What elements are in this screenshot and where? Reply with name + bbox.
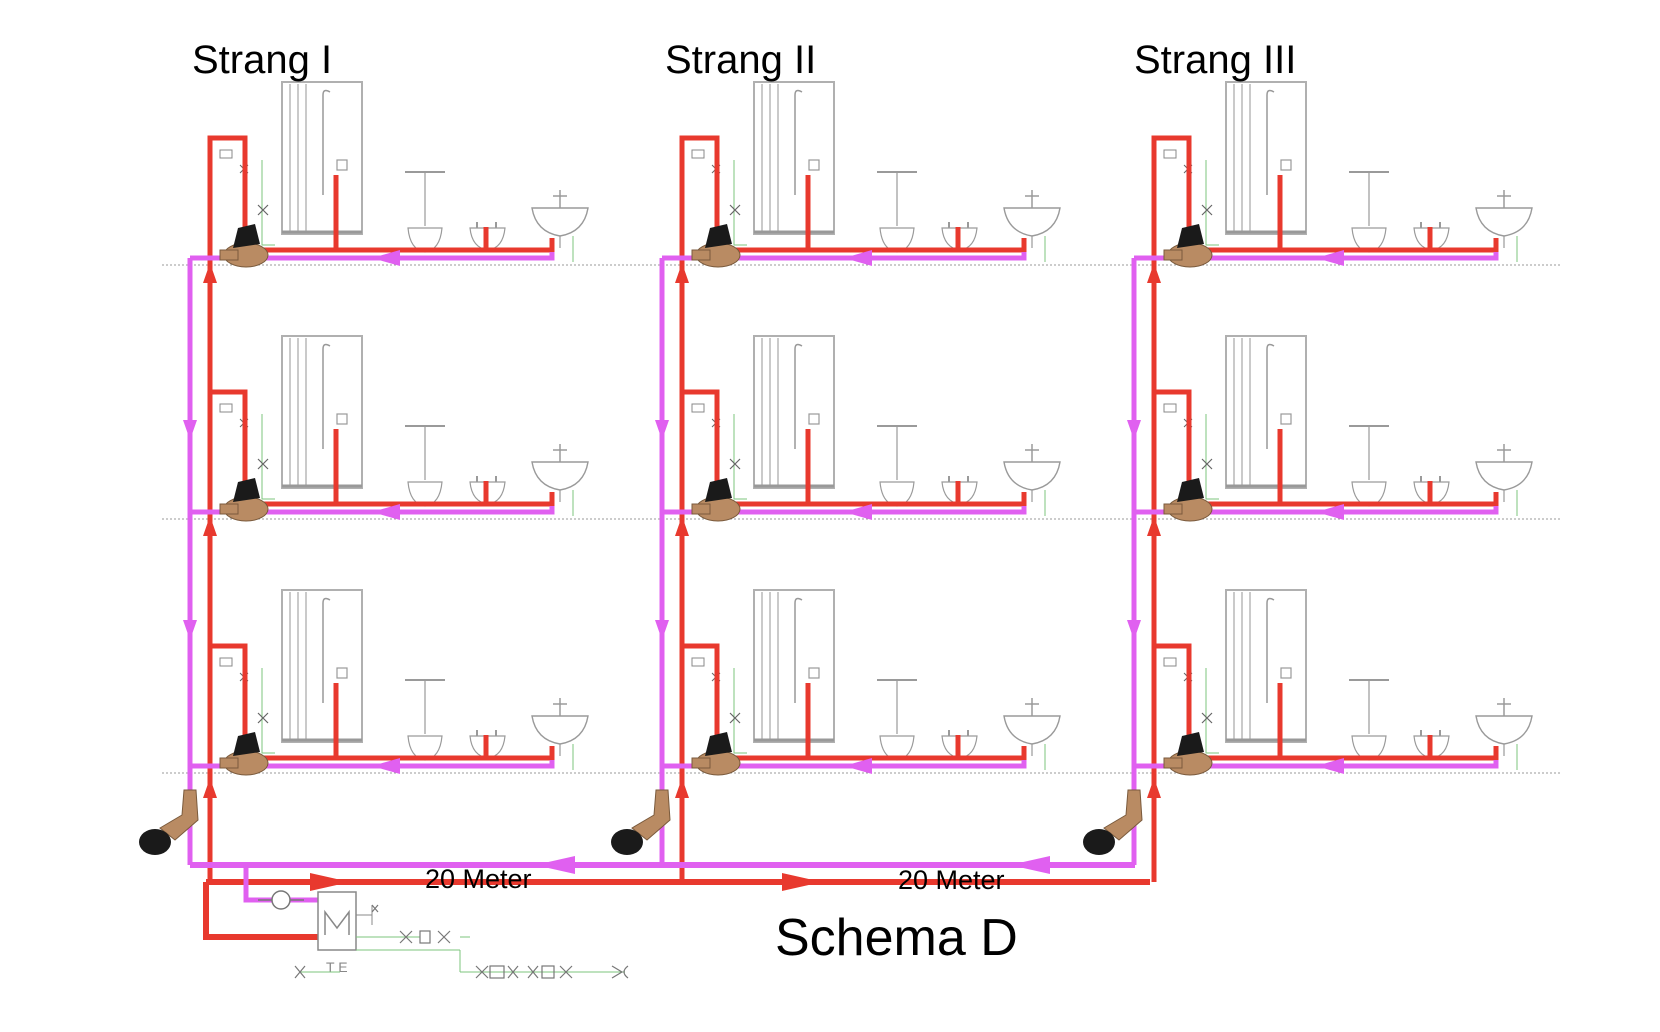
flow-arrow-icon [1316,250,1344,266]
floor-unit [662,589,1061,776]
shower-icon [1225,335,1307,489]
washbasin-icon [1475,190,1533,248]
flow-arrow-icon [1147,263,1161,283]
flow-arrow-icon [183,420,197,440]
flow-arrow-icon [675,263,689,283]
shower-icon [281,81,363,235]
toilet-icon [1349,171,1389,253]
washbasin-icon [531,444,589,502]
distance-label-1: 20 Meter [425,864,532,894]
strand-valve-icon [139,789,199,855]
bottom-distribution-piping [190,856,1150,940]
pump-icon [258,890,304,910]
floor-unit [1134,589,1533,776]
shower-icon [753,589,835,743]
flow-arrow-icon [655,620,669,640]
cold-water-inlet [294,904,629,979]
strand-title-2: Strang II [665,38,816,82]
floor-unit [662,81,1061,268]
floor-unit [662,335,1061,522]
flow-arrow-icon [844,758,872,774]
flow-arrow-icon [372,250,400,266]
washbasin-icon [1003,444,1061,502]
flow-arrow-icon [203,778,217,798]
regulating-valve-icon [1163,478,1213,522]
distance-label-2: 20 Meter [898,865,1005,895]
flow-arrow-icon [1010,856,1050,874]
washbasin-icon [1003,698,1061,756]
flow-arrow-icon [844,504,872,520]
washbasin-icon [531,698,589,756]
strand-valve-icon [1083,789,1143,855]
flow-arrow-icon [203,516,217,536]
toilet-icon [877,171,917,253]
flow-arrow-icon [203,263,217,283]
floor-unit [190,589,589,776]
strand-title-1: Strang I [192,38,332,82]
toilet-icon [405,425,445,507]
flow-arrow-icon [183,620,197,640]
regulating-valve-icon [691,732,741,776]
regulating-valve-icon [691,478,741,522]
flow-arrow-icon [372,758,400,774]
regulating-valve-icon [1163,732,1213,776]
water-heater-icon: T E [317,891,373,975]
flow-arrow-icon [675,778,689,798]
flow-arrow-icon [1147,516,1161,536]
shower-icon [281,589,363,743]
floor-unit [190,335,589,522]
flow-arrow-icon [1127,620,1141,640]
svg-text:T E: T E [326,959,348,975]
shower-icon [753,335,835,489]
flow-arrow-icon [1316,504,1344,520]
flow-arrow-icon [782,873,822,891]
shower-icon [1225,81,1307,235]
toilet-icon [405,171,445,253]
shower-icon [753,81,835,235]
floor-unit [1134,335,1533,522]
flow-arrow-icon [655,420,669,440]
shower-icon [1225,589,1307,743]
toilet-icon [1349,425,1389,507]
regulating-valve-icon [219,732,269,776]
floor-unit [190,81,589,268]
flow-arrow-icon [535,856,575,874]
toilet-icon [1349,679,1389,761]
regulating-valve-icon [219,478,269,522]
flow-arrow-icon [310,873,350,891]
strand-1 [139,81,589,882]
flow-arrow-icon [675,516,689,536]
flow-arrow-icon [1316,758,1344,774]
schema-title: Schema D [775,909,1018,967]
flow-arrow-icon [372,504,400,520]
toilet-icon [877,425,917,507]
strand-valve-icon [611,789,671,855]
strand-title-3: Strang III [1134,38,1296,82]
washbasin-icon [1475,698,1533,756]
flow-arrow-icon [1147,778,1161,798]
washbasin-icon [1003,190,1061,248]
toilet-icon [877,679,917,761]
regulating-valve-icon [219,224,269,268]
floor-unit [1134,81,1533,268]
washbasin-icon [531,190,589,248]
flow-arrow-icon [1127,420,1141,440]
floor-lines [162,264,1560,774]
regulating-valve-icon [1163,224,1213,268]
flow-arrow-icon [844,250,872,266]
strand-2 [611,81,1061,882]
shower-icon [281,335,363,489]
washbasin-icon [1475,444,1533,502]
strands [139,81,1533,882]
toilet-icon [405,679,445,761]
regulating-valve-icon [691,224,741,268]
strand-3 [1083,81,1533,882]
